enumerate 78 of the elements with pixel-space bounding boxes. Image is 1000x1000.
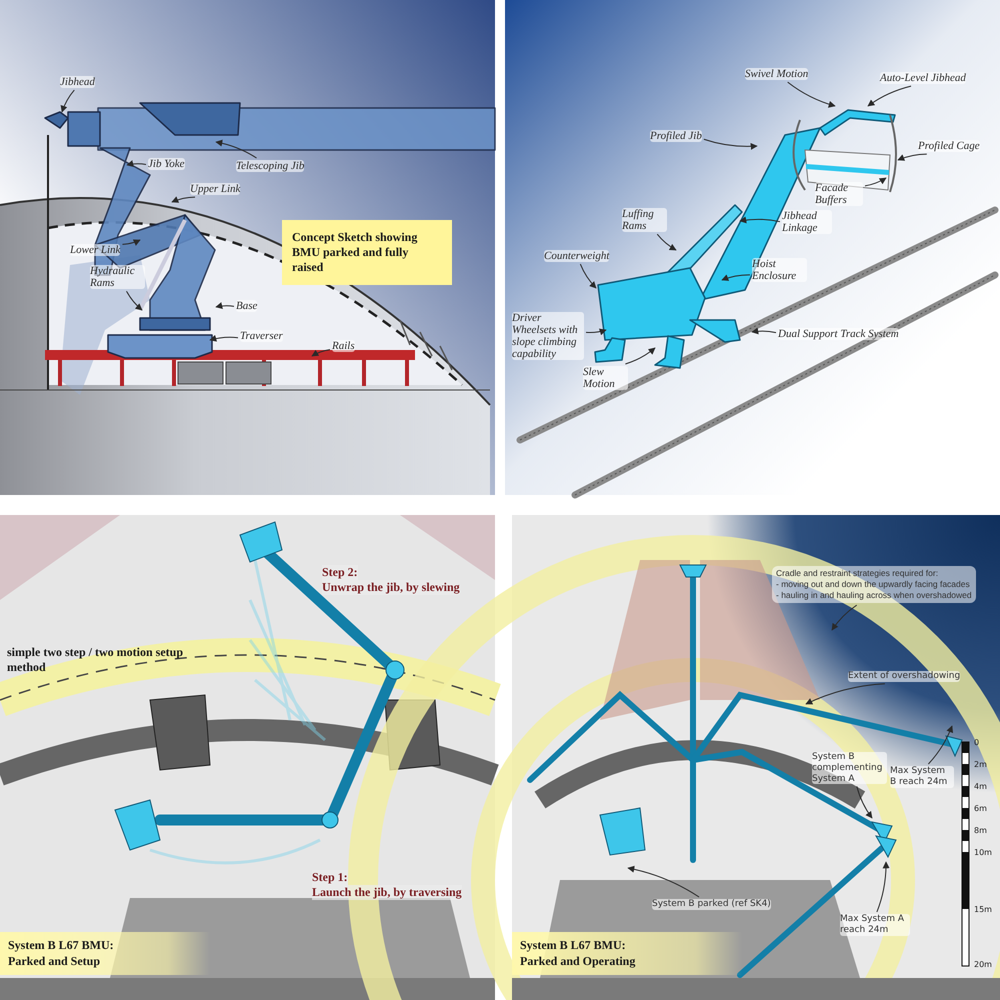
callout-label: Upper Link [190,183,240,196]
leader-line [876,861,890,912]
leader-line [832,604,858,631]
leader-line [624,348,656,364]
callout-label: Base [236,300,258,312]
title-band [512,932,742,976]
scale-label: 10m [974,848,992,857]
callout-label: System B parked (ref SK4) [652,899,771,910]
leader-line [627,866,700,898]
scale-label: 8m [974,826,987,835]
panel-subtitle: Parked and Operating [520,954,636,970]
callout-label: Counterweight [544,250,610,262]
callout-label: Jib Yoke [148,158,185,170]
callout-label: Driver Wheelsets with slope climbing capability [512,312,584,360]
leader-line [703,138,758,150]
note-text: Cradle and restraint strategies required for: [776,568,940,580]
leader-line [751,328,776,334]
panel-title: System B L67 BMU: [520,938,627,954]
leader-line [864,178,887,186]
step-label: Step 2: [322,565,358,580]
title-band [0,932,210,976]
callout-label: Jibhead Linkage [782,210,832,234]
leader-line [215,140,258,158]
callout-label: System B complementing System A [812,752,887,784]
method-note: simple two step / two motion setup method [7,645,184,675]
callout-label: Dual Support Track System [778,328,899,340]
leader-line [60,90,75,113]
callout-label: Hydraulic Rams [90,265,145,290]
note-text: - hauling in and hauling across when overshadowed [776,590,972,602]
callout-label: Traverser [240,330,283,342]
scale-label: 0 [974,738,980,747]
step-label: Step 1: [312,870,348,885]
callout-label: Telescoping Jib [236,160,304,172]
callout-label: Profiled Jib [650,130,702,142]
callout-label: Auto-Level Jibhead [880,72,966,84]
callout-label: Profiled Cage [918,140,980,152]
scale-label: 20m [974,960,992,969]
leader-line [122,239,141,246]
note-text: Concept Sketch showing BMU parked and fully raised [292,230,418,274]
callout-label: Slew Motion [583,366,628,390]
leader-line [580,264,596,288]
note-text: - moving out and down the upwardly facing facades [776,579,971,590]
leader-line [867,86,912,106]
note-box [282,220,452,285]
leader-line [656,234,677,250]
callout-label: Rails [332,340,355,352]
leader-line [897,154,928,161]
scale-label: 4m [974,782,987,791]
leader-line [739,216,780,224]
callout-label: Jibhead [60,76,95,88]
scale-label: 6m [974,804,987,813]
callout-label: Swivel Motion [745,68,808,80]
leader-line [787,82,836,108]
callout-label: Extent of overshadowing [848,671,960,682]
leader-line [856,786,872,819]
leader-line [215,302,234,310]
leader-line [311,349,330,356]
step-label: Launch the jib, by traversing [312,885,462,900]
callout-label: Lower Link [70,244,120,256]
note-card [772,566,976,604]
panel-title: System B L67 BMU: [8,938,115,954]
callout-label: Max System B reach 24m [890,766,954,788]
leader-line [126,160,146,168]
callout-label: Luffing Rams [622,208,667,232]
leader-line [171,196,196,203]
leader-line [126,290,143,310]
leader-line [586,328,607,336]
callout-label: Facade Buffers [815,182,863,206]
leader-line [805,683,886,705]
panel-subtitle: Parked and Setup [8,954,102,970]
callout-label: Max System A reach 24m [840,914,910,936]
leader-line [928,725,953,764]
step-label: Unwrap the jib, by slewing [322,580,460,595]
leader-line [209,334,238,342]
leader-line [721,274,750,282]
scale-label: 2m [974,760,987,769]
scale-label: 15m [974,905,992,914]
callout-label: Hoist Enclosure [752,258,807,282]
